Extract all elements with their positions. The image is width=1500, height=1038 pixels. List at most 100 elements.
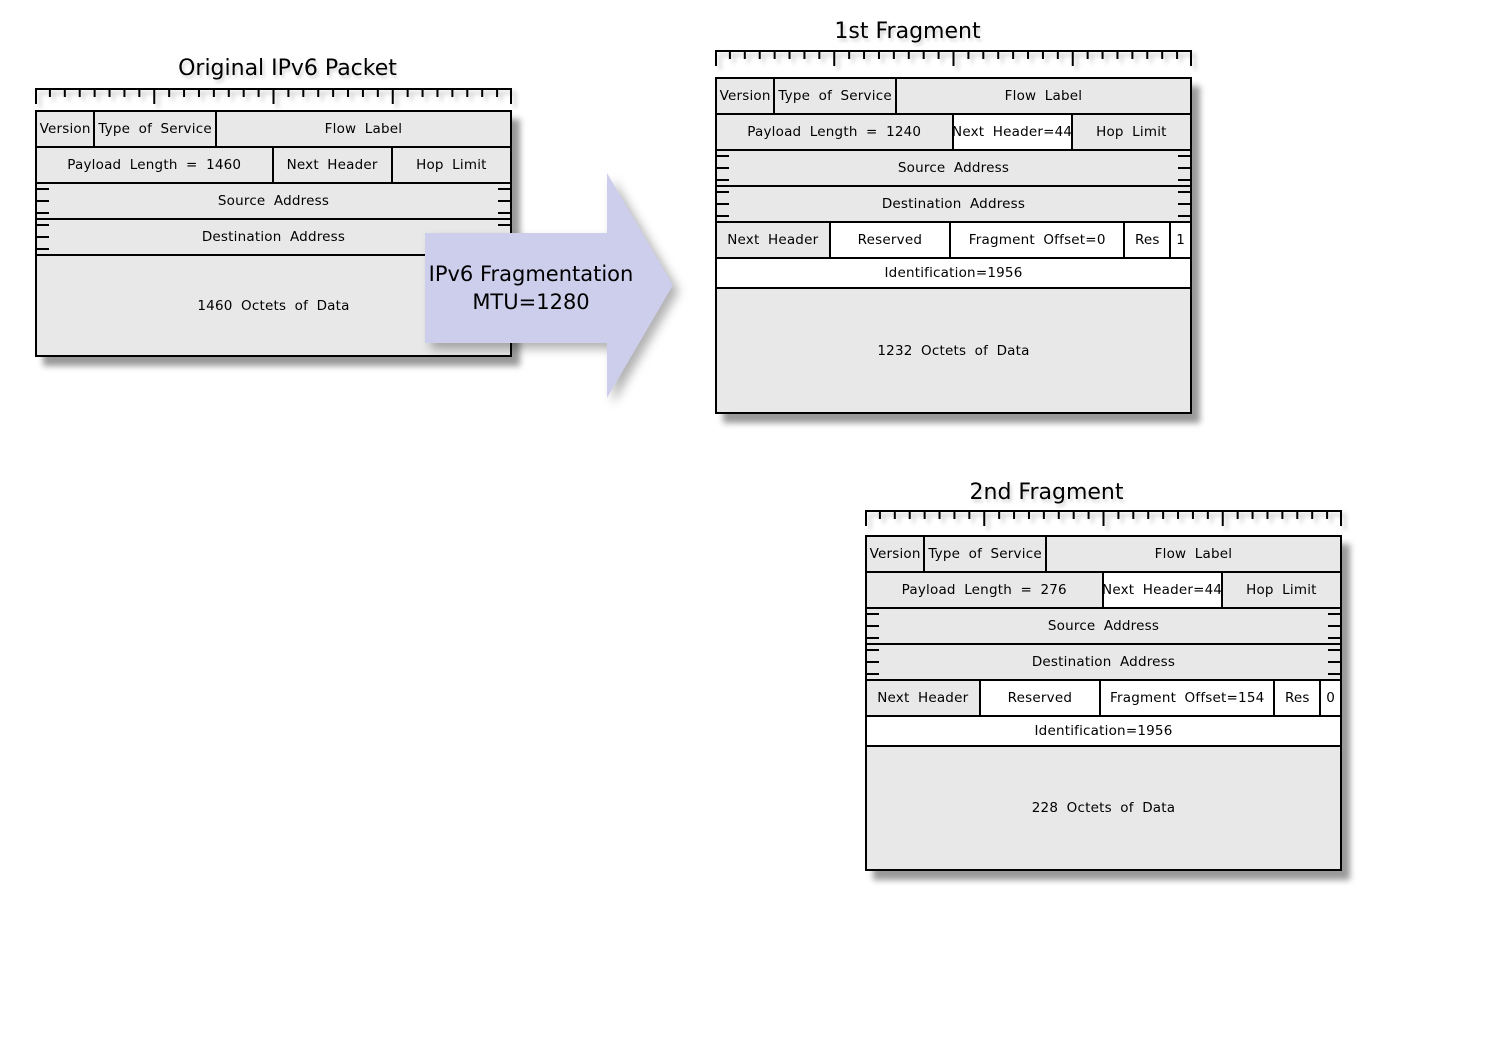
multiword-ticks-left	[867, 613, 879, 639]
field-flow-label: Flow Label	[896, 79, 1190, 113]
field-hop-limit: Hop Limit	[1072, 115, 1190, 149]
field-label: Destination Address	[201, 229, 346, 245]
field-res: Res	[1125, 223, 1172, 257]
field-label: Destination Address	[1031, 654, 1176, 670]
field-label: Type of Service	[778, 88, 892, 104]
packet-title: 1st Fragment	[834, 19, 981, 44]
bit-ruler	[35, 88, 512, 104]
field-label: 1460 Octets of Data	[197, 297, 350, 314]
tick-mark	[1328, 625, 1340, 627]
field-label: Payload Length = 276	[901, 582, 1067, 598]
packet-row: Version Type of Service Flow Label	[37, 112, 510, 148]
field-label: Type of Service	[928, 546, 1042, 562]
tick-mark	[1328, 661, 1340, 663]
multiword-ticks-left	[867, 649, 879, 675]
tick-mark	[1328, 637, 1340, 639]
field-next-header: Next Header	[867, 681, 981, 715]
packet-row: 1232 Octets of Data	[717, 289, 1190, 412]
field-label: Identification=1956	[1034, 723, 1173, 739]
tick-mark	[717, 179, 729, 181]
field-label: 228 Octets of Data	[1031, 800, 1176, 816]
field-label: Type of Service	[98, 121, 212, 137]
field-fragment-offset-154: Fragment Offset=154	[1101, 681, 1276, 715]
tick-mark	[498, 188, 510, 190]
packet-row: 228 Octets of Data	[867, 747, 1340, 869]
tick-mark	[867, 637, 879, 639]
field-next-header-44: Next Header=44	[953, 115, 1073, 149]
field-label: Next Header	[286, 157, 378, 173]
field-source-address: Source Address	[867, 609, 1340, 643]
tick-mark	[867, 673, 879, 675]
tick-mark	[867, 661, 879, 663]
field-label: Fragment Offset=154	[1109, 690, 1265, 706]
field-label: Next Header=44	[953, 124, 1073, 140]
tick-mark	[37, 224, 49, 226]
field-source-address: Source Address	[717, 151, 1190, 185]
field-label: Source Address	[217, 193, 330, 209]
field-0: 0	[1321, 681, 1340, 715]
tick-mark	[37, 188, 49, 190]
tick-mark	[1178, 179, 1190, 181]
tick-mark	[498, 200, 510, 202]
field-label: Flow Label	[324, 121, 403, 137]
ruler-ticks	[865, 510, 1342, 526]
field-reserved: Reserved	[980, 681, 1102, 715]
tick-mark	[867, 625, 879, 627]
tick-mark	[1178, 167, 1190, 169]
field-hop-limit: Hop Limit	[1222, 573, 1340, 607]
multiword-ticks-right	[1178, 155, 1190, 181]
field-label: Identification=1956	[884, 265, 1023, 281]
multiword-ticks-left	[717, 155, 729, 181]
tick-mark	[498, 212, 510, 214]
packet-row: Source Address	[867, 609, 1340, 645]
field-label: Flow Label	[1154, 546, 1233, 562]
field-payload-length-276: Payload Length = 276	[867, 573, 1104, 607]
tick-mark	[37, 248, 49, 250]
field-version: Version	[867, 537, 926, 571]
tick-mark	[867, 649, 879, 651]
field-label: Destination Address	[881, 196, 1026, 212]
tick-mark	[717, 167, 729, 169]
packet-row: Destination Address	[867, 645, 1340, 681]
packet-row: Identification=1956	[717, 259, 1190, 289]
field-label: Res	[1134, 232, 1160, 248]
field-label: Reserved	[1007, 690, 1073, 706]
arrow-shape	[425, 173, 673, 398]
packet-title: Original IPv6 Packet	[178, 56, 397, 81]
tick-mark	[717, 215, 729, 217]
tick-mark	[37, 212, 49, 214]
bit-ruler	[715, 50, 1192, 66]
field-label: Version	[39, 121, 91, 137]
packet-row: Source Address	[717, 151, 1190, 187]
field-1232-octets-of-data: 1232 Octets of Data	[717, 289, 1190, 412]
field-label: Payload Length = 1240	[747, 124, 922, 140]
field-label: Res	[1284, 690, 1310, 706]
field-flow-label: Flow Label	[1046, 537, 1340, 571]
field-label: Fragment Offset=0	[968, 232, 1106, 248]
packet-row: Destination Address	[717, 187, 1190, 223]
field-payload-length-1240: Payload Length = 1240	[717, 115, 954, 149]
ruler-ticks	[35, 88, 512, 104]
tick-mark	[867, 613, 879, 615]
packet-row: Identification=1956	[867, 717, 1340, 747]
field-type-of-service: Type of Service	[95, 112, 217, 146]
multiword-ticks-right	[1178, 191, 1190, 217]
tick-mark	[717, 203, 729, 205]
multiword-ticks-left	[717, 191, 729, 217]
field-label: 0	[1326, 690, 1336, 706]
field-label: Source Address	[897, 160, 1010, 176]
field-source-address: Source Address	[37, 184, 510, 218]
tick-mark	[1178, 215, 1190, 217]
tick-mark	[1178, 191, 1190, 193]
fragmentation-arrow	[425, 173, 673, 398]
packet-row: Source Address	[37, 184, 510, 220]
tick-mark	[37, 200, 49, 202]
multiword-ticks-left	[37, 224, 49, 250]
tick-mark	[37, 236, 49, 238]
